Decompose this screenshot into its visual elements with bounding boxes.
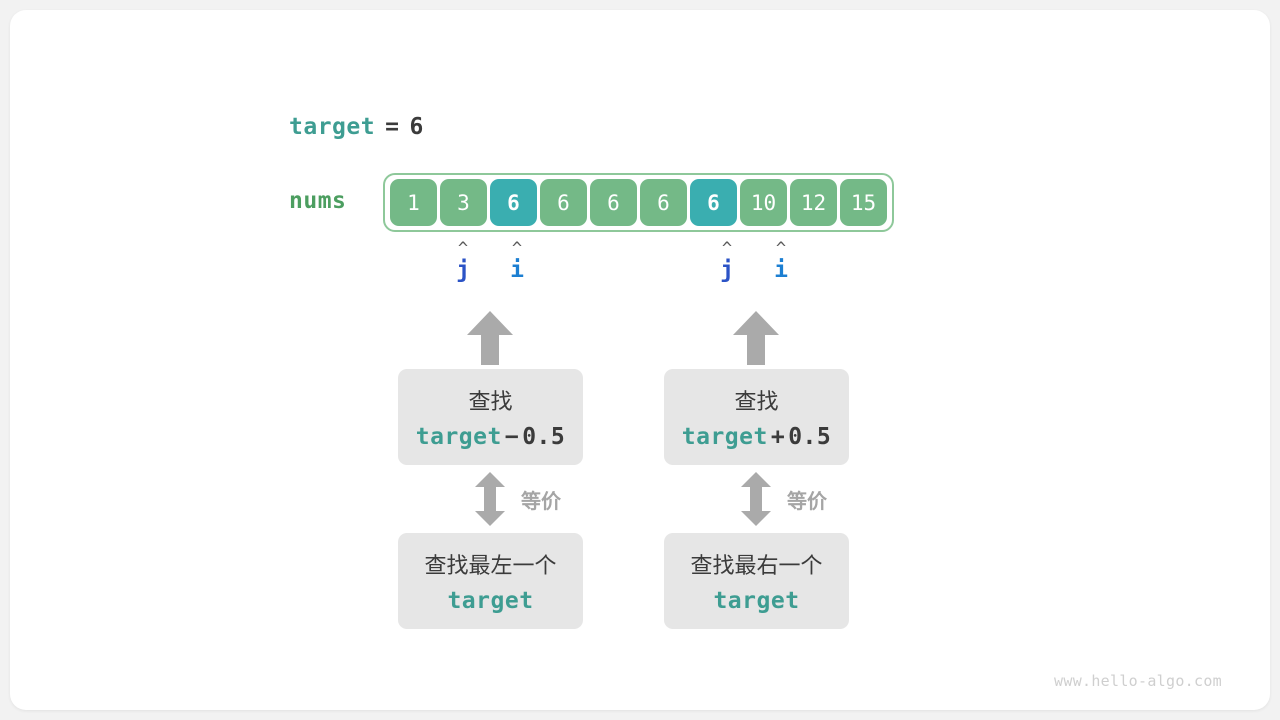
up-arrow-icon-left: [467, 311, 513, 365]
array-cell-9: 15: [840, 179, 887, 226]
left-upper-box: 查找 target−0.5: [398, 369, 583, 465]
double-arrow-icon-left: [475, 472, 505, 526]
right-lower-box-title: 查找最右一个: [690, 554, 823, 579]
right-upper-target-keyword: target: [681, 424, 768, 450]
watermark: www.hello-algo.com: [1054, 672, 1222, 690]
left-lower-box-title: 查找最左一个: [424, 554, 557, 579]
left-equivalence-group: 等价: [475, 472, 561, 526]
pointer-right-i: ^ i: [761, 239, 801, 284]
double-arrow-icon-right: [741, 472, 771, 526]
array-cell-0: 1: [390, 179, 437, 226]
pointer-right-j: ^ j: [707, 239, 747, 284]
left-equivalence-label: 等价: [521, 488, 561, 513]
target-variable-label: target: [289, 114, 376, 140]
right-equivalence-group: 等价: [741, 472, 827, 526]
right-upper-box: 查找 target+0.5: [664, 369, 849, 465]
nums-array: 1 3 6 6 6 6 6 10 12 15: [383, 173, 894, 232]
array-cell-3: 6: [540, 179, 587, 226]
pointer-label-j: j: [720, 257, 734, 283]
array-cell-4: 6: [590, 179, 637, 226]
array-cell-1: 3: [440, 179, 487, 226]
pointer-label-j: j: [456, 257, 470, 283]
left-lower-box: 查找最左一个 target: [398, 533, 583, 629]
array-cell-5: 6: [640, 179, 687, 226]
array-cell-8: 12: [790, 179, 837, 226]
pointer-label-i: i: [774, 257, 788, 283]
left-upper-box-title: 查找: [468, 390, 513, 415]
pointer-label-i: i: [510, 257, 524, 283]
diagram-card: [10, 10, 1270, 710]
caret-icon: ^: [457, 239, 469, 259]
right-upper-box-title: 查找: [734, 390, 779, 415]
right-lower-box: 查找最右一个 target: [664, 533, 849, 629]
array-cell-6: 6: [690, 179, 737, 226]
left-upper-box-expression: target−0.5: [416, 424, 566, 450]
array-cell-7: 10: [740, 179, 787, 226]
nums-label: nums: [289, 188, 347, 214]
target-value: 6: [409, 114, 424, 140]
target-declaration: target = 6: [289, 110, 424, 144]
pointer-left-i: ^ i: [497, 239, 537, 284]
equals-sign: =: [385, 114, 400, 140]
left-upper-operand: 0.5: [522, 424, 566, 450]
right-upper-box-expression: target+0.5: [682, 424, 832, 450]
right-upper-operand: 0.5: [788, 424, 832, 450]
right-upper-operator: +: [770, 424, 786, 450]
right-lower-target-keyword: target: [713, 588, 800, 614]
right-equivalence-label: 等价: [787, 488, 827, 513]
left-upper-target-keyword: target: [415, 424, 502, 450]
caret-icon: ^: [775, 239, 787, 259]
left-lower-target-keyword: target: [447, 588, 534, 614]
up-arrow-icon-right: [733, 311, 779, 365]
left-upper-operator: −: [504, 424, 520, 450]
pointer-left-j: ^ j: [443, 239, 483, 284]
caret-icon: ^: [511, 239, 523, 259]
array-cell-2: 6: [490, 179, 537, 226]
caret-icon: ^: [721, 239, 733, 259]
